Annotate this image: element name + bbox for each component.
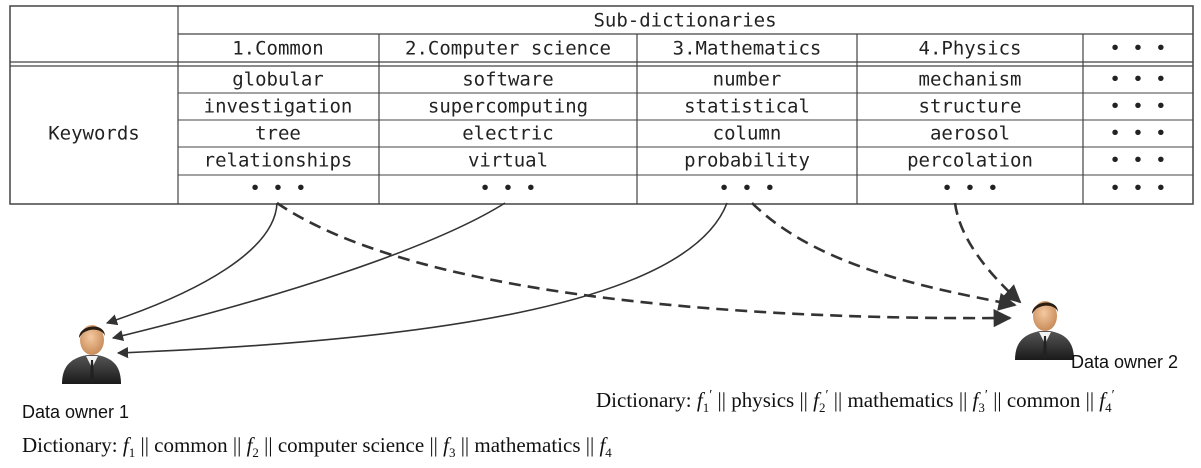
- column-header: 4.Physics: [919, 38, 1022, 60]
- table-cell: probability: [684, 150, 810, 172]
- table-cell: structure: [919, 96, 1022, 118]
- dictionary1-word-computer-science: computer science: [277, 433, 425, 457]
- keyword-table-grid: [9, 5, 1194, 205]
- table-cell: software: [462, 69, 554, 91]
- column-header: 2.Computer science: [405, 38, 611, 60]
- arrow-math-to-owner1: [116, 202, 728, 359]
- table-cell: relationships: [204, 150, 353, 172]
- table-cell: number: [713, 69, 782, 91]
- table-cell: statistical: [684, 96, 810, 118]
- dictionary1-word-common: common: [154, 433, 228, 457]
- column-header: 3.Mathematics: [673, 38, 822, 60]
- table-cell: aerosol: [930, 123, 1010, 145]
- table-cell: tree: [255, 123, 301, 145]
- table-cell: percolation: [907, 150, 1033, 172]
- table-cell: virtual: [468, 150, 548, 172]
- table-cell: investigation: [204, 96, 353, 118]
- table-cell: • • •: [1109, 69, 1166, 91]
- dictionary-owner1-formula: Dictionary: f1 || common || f2 || comput…: [22, 433, 612, 461]
- table-cell: • • •: [1109, 150, 1166, 172]
- dictionary2-word-common: common: [1006, 388, 1081, 412]
- row-label-keywords: Keywords: [48, 123, 140, 145]
- arrow-math-to-owner2: [751, 202, 1017, 311]
- dictionary2-word-physics: physics: [731, 388, 795, 412]
- dictionary2-prefix: Dictionary:: [596, 388, 697, 412]
- table-cell: mechanism: [919, 69, 1022, 91]
- person-icon: [1015, 301, 1074, 360]
- arrow-cs-to-owner1: [111, 202, 506, 342]
- table-header: Sub-dictionaries: [593, 10, 776, 32]
- column-header: • • •: [1109, 38, 1166, 60]
- table-cell: • • •: [718, 178, 775, 200]
- table-cell: • • •: [1109, 96, 1166, 118]
- table-cell: supercomputing: [428, 96, 588, 118]
- table-cell: globular: [232, 69, 324, 91]
- table-cell: • • •: [1109, 178, 1166, 200]
- owner2-label: Data owner 2: [1071, 352, 1178, 372]
- table-cell: • • •: [249, 178, 306, 200]
- keyword-flow-arrows: [105, 201, 1022, 359]
- table-cell: electric: [462, 123, 554, 145]
- arrow-common-to-owner1: [105, 202, 278, 326]
- table-cell: • • •: [1109, 123, 1166, 145]
- dictionary-owner2-formula: Dictionary: f1′ || physics || f2′ || mat…: [596, 388, 1115, 416]
- dictionary1-word-mathematics: mathematics: [474, 433, 581, 457]
- owner1-label: Data owner 1: [22, 402, 129, 422]
- arrow-common-to-owner2: [276, 201, 1012, 328]
- column-header: 1.Common: [232, 38, 324, 60]
- dictionary1-prefix: Dictionary:: [22, 433, 123, 457]
- arrow-physics-to-owner2: [953, 202, 1022, 304]
- table-cell: • • •: [941, 178, 998, 200]
- person-icon: [62, 325, 121, 384]
- table-cell: column: [713, 123, 782, 145]
- table-cell: • • •: [479, 178, 536, 200]
- dictionary2-word-mathematics: mathematics: [847, 388, 954, 412]
